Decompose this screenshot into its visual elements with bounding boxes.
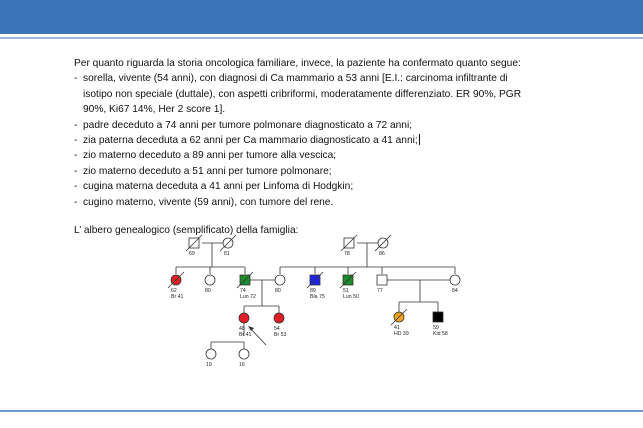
pedigree-label: 80	[275, 288, 281, 294]
pedigree-cousin-kidney-cancer	[432, 311, 444, 323]
pedigree-label: 84	[452, 288, 458, 294]
pedigree-label: 16	[239, 362, 245, 368]
pedigree-child-2	[238, 348, 250, 360]
list-item: zia paterna deceduta a 62 anni per Ca ma…	[74, 133, 579, 149]
pedigree-label: 74	[240, 288, 246, 294]
pedigree-label: Lun 50	[343, 294, 359, 300]
pedigree-label: Br 41	[239, 332, 252, 338]
pedigree-label: Lun 72	[240, 294, 256, 300]
list-item: padre deceduto a 74 anni per tumore polm…	[74, 118, 579, 134]
pedigree-label: 89	[310, 288, 316, 294]
header-divider	[0, 37, 643, 39]
pedigree-label: 48	[239, 326, 245, 332]
pedigree-label: HD 39	[394, 331, 409, 337]
pedigree-label: 59	[433, 325, 439, 331]
list-item: zio materno deceduto a 51 anni per tumor…	[74, 164, 579, 180]
pedigree-label: 62	[171, 288, 177, 294]
pedigree-child-1	[205, 348, 217, 360]
tree-title: L’ albero genealogico (semplificato) del…	[74, 225, 299, 237]
list-item: cugina materna deceduta a 41 anni per Li…	[74, 179, 579, 195]
pedigree-label: 81	[224, 251, 230, 257]
pedigree-mother	[274, 274, 286, 286]
pedigree-label: 80	[205, 288, 211, 294]
footer-divider	[0, 410, 643, 412]
text-cursor	[418, 134, 420, 146]
document-body: Per quanto riguarda la storia oncologica…	[74, 56, 579, 238]
pedigree-label: 41	[394, 325, 400, 331]
pedigree-label: Bla 75	[310, 294, 325, 300]
pedigree-aunt-paternal-2	[204, 274, 216, 286]
pedigree-label: 86	[379, 251, 385, 257]
pedigree-sister	[273, 312, 285, 324]
pedigree-proband	[238, 312, 250, 324]
pedigree-label: 19	[206, 362, 212, 368]
pedigree-label: Br 41	[171, 294, 184, 300]
proband-arrow-icon	[248, 326, 254, 331]
header-bar	[0, 0, 643, 34]
intro-paragraph: Per quanto riguarda la storia oncologica…	[74, 58, 521, 69]
pedigree-label: 78	[344, 251, 350, 257]
pedigree-label: Br 53	[274, 332, 287, 338]
pedigree-label: 77	[377, 288, 383, 294]
pedigree-label: 69	[189, 251, 195, 257]
list-item: sorella, vivente (54 anni), con diagnosi…	[74, 71, 579, 117]
list-item: cugino materno, vivente (59 anni), con t…	[74, 195, 579, 211]
pedigree-label: 51	[343, 288, 349, 294]
pedigree-uncle-maternal-3	[376, 274, 388, 286]
pedigree-label: 54	[274, 326, 280, 332]
pedigree-aunt-by-marriage	[449, 274, 461, 286]
list-item: zio materno deceduto a 89 anni per tumor…	[74, 148, 579, 164]
pedigree-label: Kid 58	[433, 331, 448, 337]
